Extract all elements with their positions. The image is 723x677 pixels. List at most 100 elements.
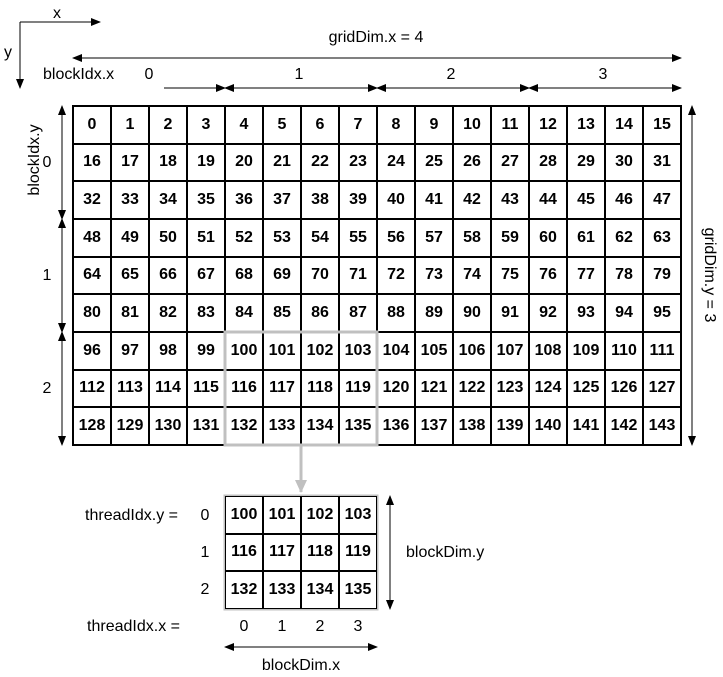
thread-cell: 20 xyxy=(225,143,263,182)
thread-cell: 52 xyxy=(225,218,263,257)
thread-cell: 141 xyxy=(567,407,605,445)
block-idx-x-value-2: 2 xyxy=(446,66,456,83)
thread-cell: 142 xyxy=(605,407,643,445)
thread-cell: 30 xyxy=(605,143,643,182)
thread-cell: 67 xyxy=(187,256,225,295)
thread-cell: 32 xyxy=(73,181,111,219)
thread-cell: 103 xyxy=(339,331,377,370)
thread-cell: 6 xyxy=(301,106,339,144)
thread-cell: 134 xyxy=(301,407,339,445)
thread-cell: 28 xyxy=(529,143,567,182)
thread-cell: 95 xyxy=(643,294,681,332)
thread-cell: 96 xyxy=(73,331,111,370)
thread-idx-x-value-1: 1 xyxy=(277,618,287,635)
thread-cell: 59 xyxy=(491,218,529,257)
thread-cell: 92 xyxy=(529,294,567,332)
thread-cell: 83 xyxy=(187,294,225,332)
thread-cell: 122 xyxy=(453,369,491,408)
thread-idx-y-label: threadIdx.y = xyxy=(85,507,178,524)
thread-cell: 57 xyxy=(415,218,453,257)
thread-cell: 116 xyxy=(225,369,263,408)
thread-cell: 43 xyxy=(491,181,529,219)
thread-cell: 104 xyxy=(377,331,415,370)
thread-cell: 78 xyxy=(605,256,643,295)
thread-cell: 14 xyxy=(605,106,643,144)
thread-cell: 132 xyxy=(225,407,263,445)
detail-thread-cell: 119 xyxy=(339,533,377,572)
thread-cell: 45 xyxy=(567,181,605,219)
thread-cell: 46 xyxy=(605,181,643,219)
thread-cell: 63 xyxy=(643,218,681,257)
thread-cell: 84 xyxy=(225,294,263,332)
thread-cell: 113 xyxy=(111,369,149,408)
thread-cell: 74 xyxy=(453,256,491,295)
detail-thread-cell: 134 xyxy=(301,571,339,609)
thread-cell: 16 xyxy=(73,143,111,182)
thread-cell: 89 xyxy=(415,294,453,332)
thread-cell: 2 xyxy=(149,106,187,144)
detail-thread-cell: 116 xyxy=(225,533,263,572)
thread-cell: 0 xyxy=(73,106,111,144)
thread-cell: 143 xyxy=(643,407,681,445)
thread-cell: 125 xyxy=(567,369,605,408)
thread-cell: 11 xyxy=(491,106,529,144)
thread-idx-y-value-0: 0 xyxy=(200,507,210,524)
thread-cell: 64 xyxy=(73,256,111,295)
thread-cell: 135 xyxy=(339,407,377,445)
thread-cell: 121 xyxy=(415,369,453,408)
thread-cell: 7 xyxy=(339,106,377,144)
thread-cell: 106 xyxy=(453,331,491,370)
thread-cell: 105 xyxy=(415,331,453,370)
block-idx-x-value-0: 0 xyxy=(144,66,154,83)
thread-idx-x-value-3: 3 xyxy=(353,618,363,635)
detail-thread-cell: 133 xyxy=(263,571,301,609)
thread-cell: 33 xyxy=(111,181,149,219)
thread-cell: 120 xyxy=(377,369,415,408)
thread-cell: 118 xyxy=(301,369,339,408)
thread-cell: 100 xyxy=(225,331,263,370)
thread-cell: 107 xyxy=(491,331,529,370)
thread-cell: 13 xyxy=(567,106,605,144)
thread-cell: 35 xyxy=(187,181,225,219)
detail-thread-cell: 117 xyxy=(263,533,301,572)
x-axis-label: x xyxy=(53,5,61,22)
thread-cell: 47 xyxy=(643,181,681,219)
thread-cell: 82 xyxy=(149,294,187,332)
thread-cell: 140 xyxy=(529,407,567,445)
thread-cell: 48 xyxy=(73,218,111,257)
thread-cell: 90 xyxy=(453,294,491,332)
thread-cell: 128 xyxy=(73,407,111,445)
thread-cell: 51 xyxy=(187,218,225,257)
thread-cell: 126 xyxy=(605,369,643,408)
thread-cell: 112 xyxy=(73,369,111,408)
thread-cell: 18 xyxy=(149,143,187,182)
thread-cell: 66 xyxy=(149,256,187,295)
thread-cell: 19 xyxy=(187,143,225,182)
thread-cell: 123 xyxy=(491,369,529,408)
thread-cell: 37 xyxy=(263,181,301,219)
thread-cell: 129 xyxy=(111,407,149,445)
thread-cell: 29 xyxy=(567,143,605,182)
block-idx-x-value-3: 3 xyxy=(598,66,608,83)
thread-cell: 97 xyxy=(111,331,149,370)
thread-cell: 114 xyxy=(149,369,187,408)
thread-cell: 25 xyxy=(415,143,453,182)
thread-cell: 26 xyxy=(453,143,491,182)
thread-cell: 60 xyxy=(529,218,567,257)
thread-cell: 4 xyxy=(225,106,263,144)
thread-cell: 17 xyxy=(111,143,149,182)
detail-thread-cell: 103 xyxy=(339,496,377,534)
detail-thread-cell: 118 xyxy=(301,533,339,572)
block-idx-y-value-1: 1 xyxy=(42,267,52,284)
thread-cell: 15 xyxy=(643,106,681,144)
thread-cell: 1 xyxy=(111,106,149,144)
thread-cell: 22 xyxy=(301,143,339,182)
thread-idx-y-value-2: 2 xyxy=(200,581,210,598)
thread-cell: 53 xyxy=(263,218,301,257)
block-idx-y-value-2: 2 xyxy=(42,380,52,397)
thread-cell: 138 xyxy=(453,407,491,445)
thread-cell: 69 xyxy=(263,256,301,295)
thread-cell: 102 xyxy=(301,331,339,370)
